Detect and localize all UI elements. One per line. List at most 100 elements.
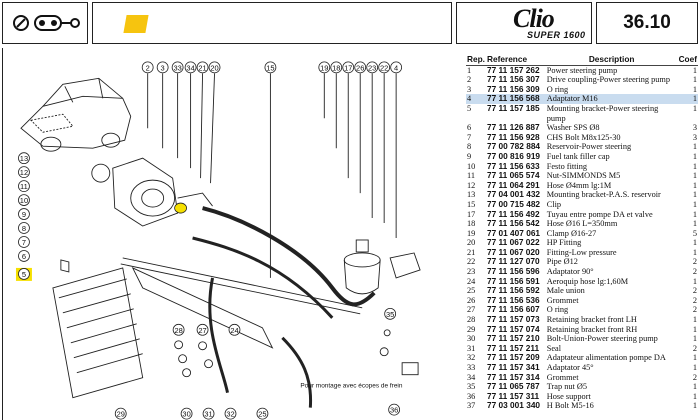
row-description: Power steering pump: [546, 65, 618, 75]
svg-text:17: 17: [344, 63, 352, 72]
row-rep: 27: [467, 305, 476, 315]
row-description: Bolt-Union-Power steering pump: [546, 334, 658, 344]
oil-cooler: [52, 267, 144, 399]
row-description: Pipe Ø12: [546, 257, 578, 267]
row-description: Male union: [546, 286, 585, 296]
row-reference: 77 11 156 542: [486, 218, 540, 229]
svg-text:35: 35: [386, 310, 394, 319]
svg-text:21: 21: [198, 63, 206, 72]
row-rep: 34: [467, 372, 476, 382]
row-description: Retaining bracket front RH: [546, 324, 638, 334]
row-reference: 77 11 156 536: [486, 294, 540, 305]
svg-text:3: 3: [161, 63, 165, 72]
callout-group-bottom: 28 27 24 29 30 31 32 25 35 36: [114, 307, 401, 420]
row-description: Mounting bracket-P.A.S. reservoir: [546, 190, 661, 200]
page-number-box: 36.10: [596, 2, 698, 44]
row-coef: 1: [692, 324, 697, 334]
svg-text:28: 28: [174, 326, 182, 335]
callout-group-left: 13 12 11 10 9 8 7 6 5: [15, 152, 32, 281]
row-description: Trap nut Ø5: [546, 382, 588, 392]
row-description: CHS Bolt M8x125-30: [546, 132, 621, 142]
row-coef: 1: [692, 65, 697, 75]
row-reference: 77 11 064 291: [486, 179, 540, 190]
header-icon-box: [2, 2, 88, 44]
row-description: Drive coupling-Power steering pump: [546, 75, 671, 85]
svg-text:15: 15: [266, 63, 274, 72]
svg-text:27: 27: [198, 326, 206, 335]
svg-text:12: 12: [20, 168, 28, 177]
svg-text:2: 2: [146, 63, 150, 72]
row-reference: 77 11 067 022: [486, 237, 540, 248]
row-coef: 1: [692, 84, 697, 94]
row-rep: 25: [467, 286, 476, 296]
row-rep: 37: [467, 401, 476, 411]
parts-table-header: Rep. Reference Description Coef: [466, 54, 698, 66]
row-reference: 77 11 127 070: [486, 256, 540, 267]
svg-text:29: 29: [117, 410, 125, 419]
row-reference: 77 11 067 020: [486, 246, 540, 257]
callout-group-top: 2 3 33 34 21 20 15 19 18 17 26 23 22 4: [141, 61, 403, 74]
row-rep: 11: [467, 171, 475, 181]
row-reference: 77 11 065 574: [486, 170, 540, 181]
row-coef: 1: [677, 94, 698, 104]
row-description: Adaptator 45°: [546, 363, 594, 372]
row-reference: 77 11 156 596: [486, 266, 540, 277]
page-number: 36.10: [623, 12, 671, 33]
svg-text:34: 34: [186, 63, 194, 72]
row-reference: 77 11 156 307: [486, 74, 540, 85]
row-rep: 31: [467, 343, 476, 353]
row-reference: 77 00 816 919: [486, 150, 541, 161]
row-reference: 77 11 156 492: [486, 208, 540, 219]
row-description: Retaining bracket front LH: [546, 315, 637, 325]
steering-system-icon: [13, 15, 80, 31]
row-coef: 2: [692, 286, 697, 296]
row-rep: 19: [467, 228, 476, 238]
car-illustration: [20, 77, 132, 152]
row-coef: 1: [692, 151, 697, 161]
row-rep: 22: [467, 257, 476, 267]
svg-text:18: 18: [332, 63, 340, 72]
row-description: Fuel tank filler cap: [546, 151, 610, 161]
row-rep: 24: [467, 276, 476, 286]
row-coef: 1: [692, 353, 697, 363]
svg-text:31: 31: [204, 410, 212, 419]
row-reference: 77 00 715 482: [486, 198, 541, 209]
row-rep: 26: [467, 295, 476, 305]
row-rep: 3: [467, 84, 472, 94]
